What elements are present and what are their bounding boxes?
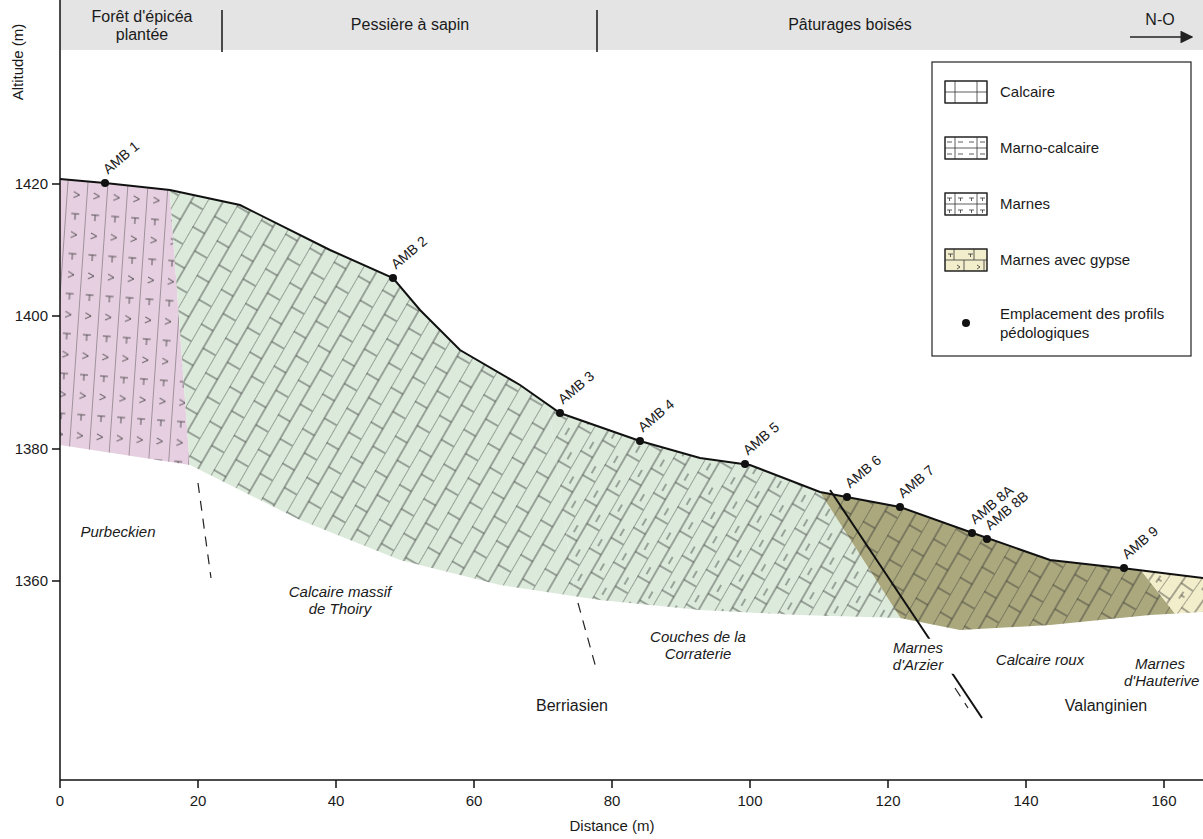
profile-label: AMB 5 bbox=[740, 419, 783, 458]
legend-row: Marnes avec gypse bbox=[934, 232, 1191, 288]
tick-label: 1380 bbox=[15, 440, 48, 457]
tick-label: 120 bbox=[875, 792, 900, 809]
boundary-dashes bbox=[198, 483, 968, 708]
formation-label: Calcaire massif de Thoiry bbox=[283, 583, 397, 618]
tick-label: 1420 bbox=[15, 175, 48, 192]
legend-text: Marnes bbox=[1000, 194, 1180, 214]
band-separator bbox=[596, 10, 598, 52]
vegetation-label: Forêt d'épicéa plantée bbox=[77, 8, 207, 45]
profile-label: AMB 6 bbox=[842, 452, 885, 491]
profile-label: AMB 9 bbox=[1119, 523, 1162, 562]
profile-label: AMB 7 bbox=[895, 462, 938, 501]
formation-label: Marnes d'Arzier bbox=[881, 639, 955, 674]
legend-text: Calcaire bbox=[1000, 82, 1180, 102]
axes bbox=[52, 0, 1203, 788]
orientation-arrow bbox=[1130, 36, 1192, 38]
legend-swatch bbox=[944, 311, 988, 335]
vegetation-label: Pâturages boisés bbox=[788, 16, 912, 34]
legend-swatch bbox=[944, 192, 988, 216]
formation-label: Marnes d'Hauterive bbox=[1122, 655, 1198, 690]
tick-label: 20 bbox=[190, 792, 207, 809]
tick-label: 0 bbox=[56, 792, 64, 809]
legend-text: Marno-calcaire bbox=[1000, 138, 1180, 158]
tick-label: 40 bbox=[328, 792, 345, 809]
tick-label: 140 bbox=[1013, 792, 1038, 809]
fault-line bbox=[830, 490, 982, 718]
vegetation-band bbox=[60, 0, 1203, 50]
profile-label: AMB 2 bbox=[388, 233, 431, 272]
stage-label: Berriasien bbox=[536, 697, 608, 715]
legend: CalcaireMarno-calcaireMarnesMarnes avec … bbox=[934, 64, 1191, 358]
legend-text: Marnes avec gypse bbox=[1000, 250, 1180, 270]
profile-label: AMB 1 bbox=[100, 138, 143, 177]
legend-swatch bbox=[944, 80, 988, 104]
legend-swatch bbox=[944, 136, 988, 160]
profile-label: AMB 4 bbox=[635, 396, 678, 435]
vegetation-label: Pessière à sapin bbox=[351, 16, 469, 34]
orientation-label: N-O bbox=[1145, 11, 1174, 29]
legend-box bbox=[932, 62, 1191, 356]
profile-label: AMB 3 bbox=[555, 368, 598, 407]
band-separator bbox=[221, 10, 223, 52]
legend-swatch bbox=[944, 248, 988, 272]
axis-title: Altitude (m) bbox=[9, 24, 26, 101]
formation-label: Couches de la Corraterie bbox=[641, 628, 755, 663]
legend-row: Emplacement des profils pédologiques bbox=[934, 288, 1191, 358]
stage-label: Valanginien bbox=[1065, 697, 1147, 715]
legend-row: Marnes bbox=[934, 176, 1191, 232]
formation-label: Purbeckien bbox=[78, 523, 157, 540]
legend-row: Marno-calcaire bbox=[934, 120, 1191, 176]
tick-label: 80 bbox=[604, 792, 621, 809]
formation-label: Calcaire roux bbox=[994, 651, 1086, 668]
tick-label: 160 bbox=[1151, 792, 1176, 809]
tick-label: 1360 bbox=[15, 572, 48, 589]
tick-label: 1400 bbox=[15, 307, 48, 324]
legend-row: Calcaire bbox=[934, 64, 1191, 120]
axis-title: Distance (m) bbox=[569, 817, 654, 834]
legend-text: Emplacement des profils pédologiques bbox=[1000, 304, 1180, 343]
tick-label: 100 bbox=[737, 792, 762, 809]
tick-label: 60 bbox=[466, 792, 483, 809]
